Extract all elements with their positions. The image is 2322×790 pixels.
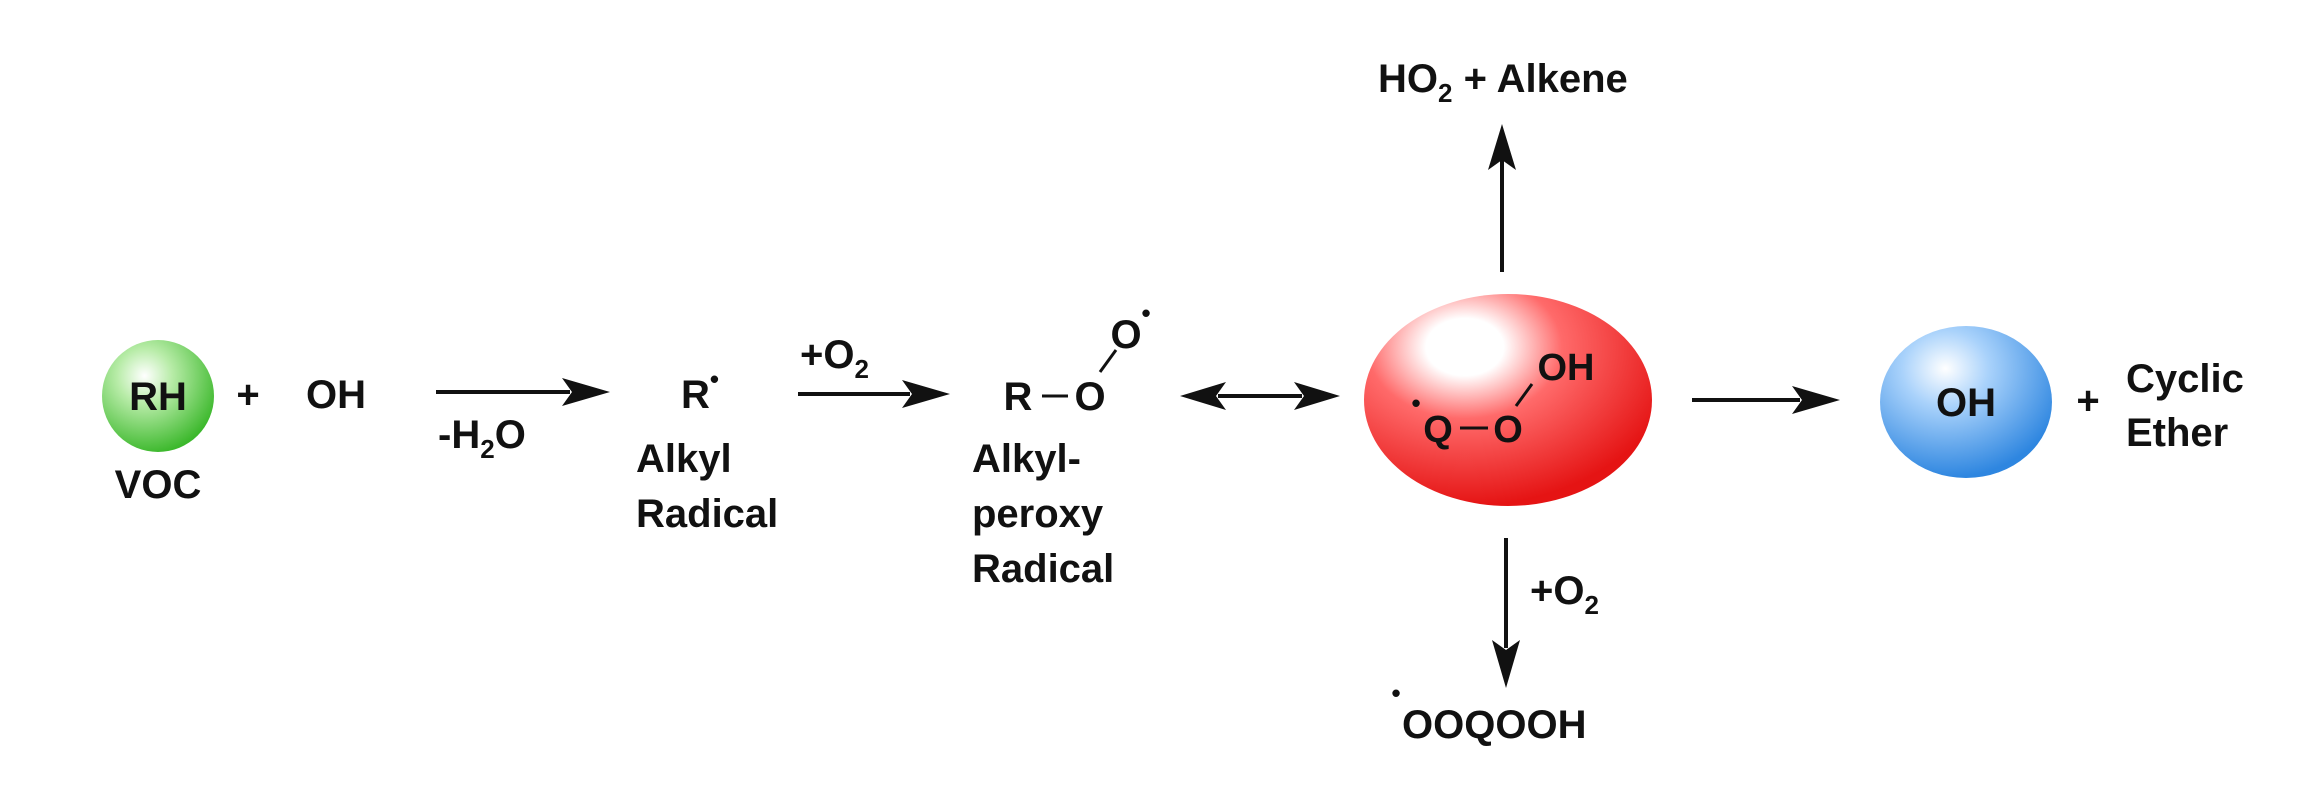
bottom-product-formula: OOQOOH bbox=[1402, 703, 1586, 747]
peroxy-name-line1: Alkyl- bbox=[972, 437, 1081, 481]
top-product: HO2 + Alkene bbox=[1378, 57, 1628, 108]
oh-reactant-label: OH bbox=[306, 373, 366, 417]
arrow-step1 bbox=[436, 378, 610, 406]
oh-product-sphere bbox=[1880, 326, 2052, 478]
arrow-step2 bbox=[798, 380, 950, 408]
arrow-isomerization bbox=[1180, 382, 1340, 410]
bottom-step-condition: +O2 bbox=[1530, 569, 1599, 620]
cyclic-ether-line2: Ether bbox=[2126, 411, 2228, 455]
alkyl-radical-symbol: R• bbox=[681, 364, 719, 417]
qooh-bond-ooh bbox=[1514, 383, 1534, 407]
alkyl-radical-name-line2: Radical bbox=[636, 492, 778, 536]
step1-condition: -H2O bbox=[438, 413, 526, 464]
peroxy-o-top-atom: O bbox=[1110, 313, 1141, 357]
qooh-sphere bbox=[1364, 294, 1652, 506]
cyclic-ether-line1: Cyclic bbox=[2126, 357, 2244, 401]
rh-sphere bbox=[102, 340, 214, 452]
oh-product-label: OH bbox=[1936, 381, 1996, 425]
peroxy-radical-dot: • bbox=[1141, 298, 1150, 328]
arrow-right bbox=[1692, 386, 1840, 414]
voc-label: VOC bbox=[115, 463, 202, 507]
bottom-product-dot: • bbox=[1391, 678, 1400, 708]
qooh-oh-group: OH bbox=[1538, 347, 1595, 389]
plus-sign-right: + bbox=[2076, 379, 2099, 423]
peroxy-name-line2: peroxy bbox=[972, 492, 1104, 536]
peroxy-name-line3: Radical bbox=[972, 547, 1114, 591]
qooh-q-atom: Q bbox=[1423, 409, 1453, 451]
peroxy-r-atom: R bbox=[1004, 375, 1033, 419]
arrow-up bbox=[1488, 124, 1516, 272]
peroxy-o-atom: O bbox=[1074, 375, 1105, 419]
arrow-down bbox=[1492, 538, 1520, 688]
rh-label: RH bbox=[129, 375, 187, 419]
peroxy-bond-oo bbox=[1098, 349, 1118, 373]
qooh-radical-dot: • bbox=[1411, 388, 1420, 418]
qooh-o-atom: O bbox=[1493, 409, 1523, 451]
alkyl-radical-name-line1: Alkyl bbox=[636, 437, 732, 481]
step2-condition: +O2 bbox=[800, 333, 869, 384]
plus-sign-left: + bbox=[236, 373, 259, 417]
